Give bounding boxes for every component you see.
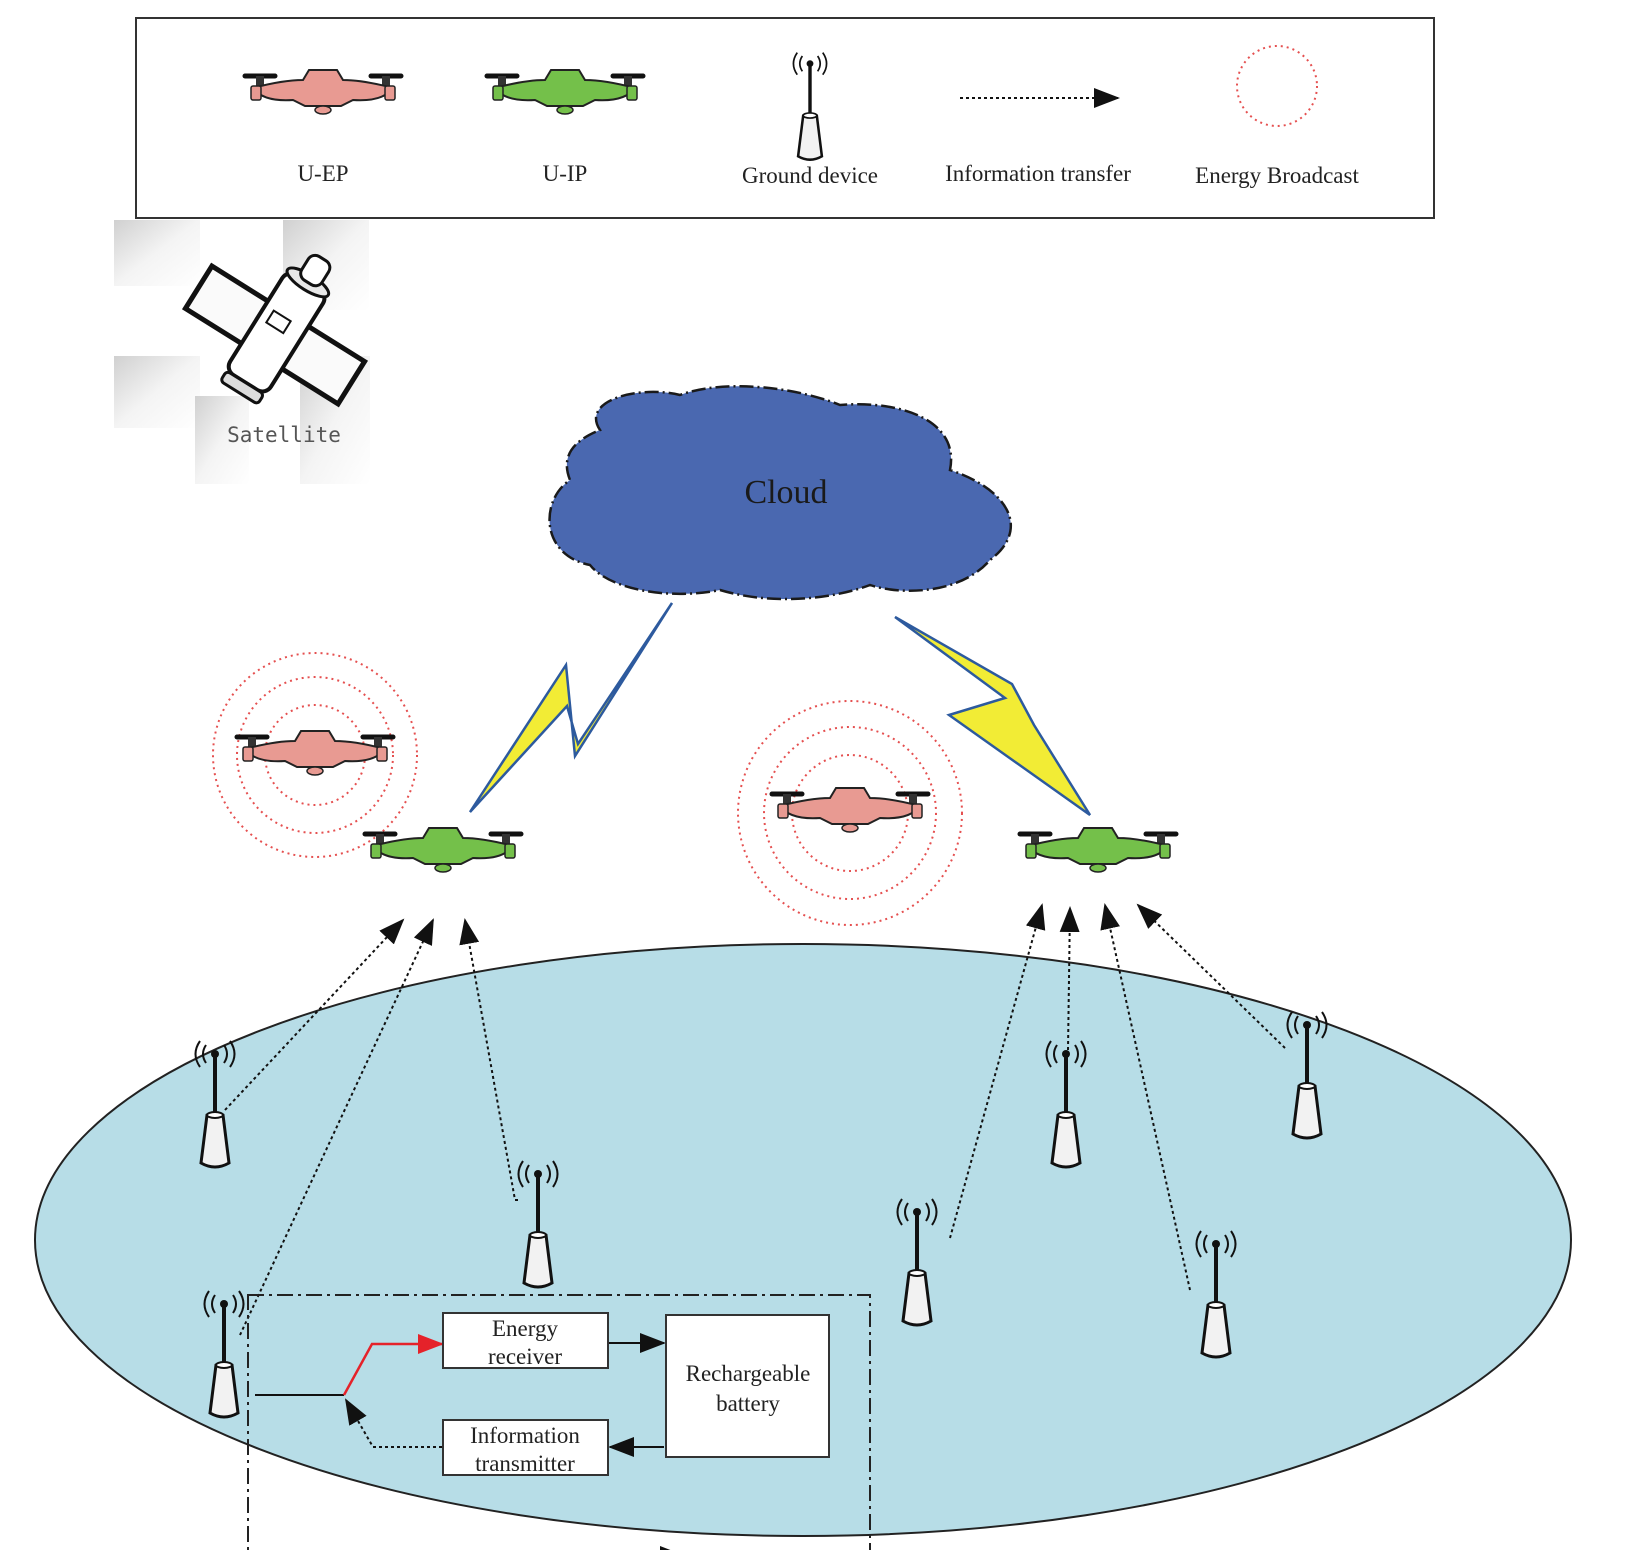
energy-receiver-box [442,1312,609,1369]
legend-info-label: Information transfer [945,161,1131,186]
battery-label-line2: battery [716,1391,780,1416]
uip-drone-left [365,828,521,872]
legend-energy-label: Energy Broadcast [1195,163,1359,188]
legend-uep-label: U-EP [297,161,348,186]
information-transmitter-box [442,1419,609,1476]
info-transmitter-label-line2: transmitter [475,1451,575,1476]
info-transfer-arrows [224,903,1286,1336]
device-detail-box: Energy receiver Information transmitter … [247,1294,871,1550]
energy-input-arrow [342,1334,444,1396]
legend-ground-label: Ground device [742,163,878,188]
uep-drone-right [772,788,928,832]
battery-label-line1: Rechargeable [686,1361,811,1386]
info-arrow [224,918,405,1111]
satellite: Satellite [114,220,370,484]
lightning-bolt-left [468,602,674,813]
lightning-bolt-right [894,615,1092,817]
rechargeable-battery-box [665,1314,830,1458]
energy-receiver-label-line2: receiver [488,1344,562,1369]
uep-drone-left [237,731,393,775]
cloud-label: Cloud [744,474,827,511]
legend-broadcast-icon [1236,45,1318,127]
legend-box: U-EP U-IP Ground device Information tran… [135,17,1435,219]
info-arrow [1136,903,1286,1049]
satellite-label: Satellite [227,423,341,447]
info-output-arrow [345,1398,442,1448]
energy-receiver-label-line1: Energy [492,1316,559,1341]
legend-uip-label: U-IP [543,161,588,186]
info-arrow [459,918,518,1201]
info-transmitter-label-line1: Information [470,1423,580,1448]
ground-area [34,943,1572,1537]
uip-drone-right [1020,828,1176,872]
cloud: Cloud [548,385,1012,601]
info-arrow [239,918,434,1336]
